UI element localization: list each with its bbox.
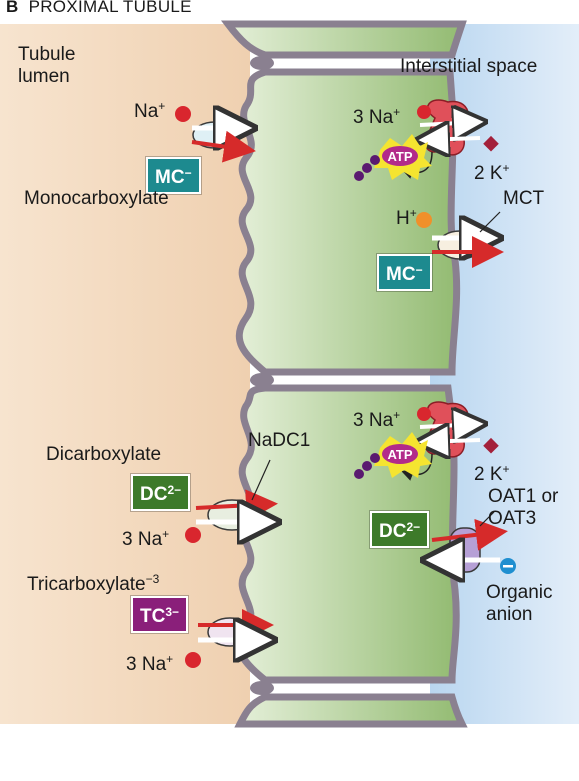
- tight-junction-bottom: [250, 681, 274, 695]
- proton-label: H+: [396, 206, 417, 229]
- atp-label-upper: ATP: [387, 149, 412, 164]
- three-sodium-label-lower: 3 Na+: [353, 408, 401, 431]
- sodium-ion-tricarboxylate: [185, 652, 201, 668]
- atp-upper: [354, 134, 432, 181]
- sodium-label-tricarboxylate: 3 Na+: [126, 652, 174, 675]
- panel-title-text: PROXIMAL TUBULE: [28, 0, 192, 16]
- tight-junction-top: [250, 56, 274, 70]
- monocarboxylate-box-apical: MC−: [146, 157, 201, 194]
- oat-label: OAT1 or OAT3: [488, 486, 559, 529]
- dicarboxylate-box-basolateral: DC2−: [370, 511, 430, 548]
- sodium-potassium-pump-lower: [401, 401, 480, 481]
- atp-label-lower: ATP: [387, 447, 412, 462]
- sodium-ion-pump-lower: [417, 407, 431, 421]
- interstitial-space-label: Interstitial space: [400, 56, 538, 77]
- three-sodium-label-upper: 3 Na+: [353, 105, 401, 128]
- nadc1-label: NaDC1: [248, 430, 311, 451]
- oat-exchanger: [430, 511, 508, 572]
- tricarboxylate-label: Tricarboxylate−3: [27, 572, 160, 595]
- sodium-monocarboxylate-cotransporter: [191, 122, 248, 163]
- mct-label: MCT: [503, 188, 545, 209]
- sodium-ion-upper: [175, 106, 191, 122]
- organic-anion-label: Organic anion: [486, 582, 553, 625]
- top-partial-cell: [220, 20, 467, 59]
- two-potassium-label-upper: 2 K+: [474, 161, 510, 184]
- sodium-label-upper: Na+: [134, 99, 166, 122]
- panel-title: B PROXIMAL TUBULE: [6, 0, 192, 18]
- dicarboxylate-box-apical: DC2−: [131, 474, 191, 511]
- monocarboxylate-box-basolateral: MC−: [377, 254, 432, 291]
- monocarboxylate-label: Monocarboxylate: [24, 188, 169, 209]
- dicarboxylate-label: Dicarboxylate: [46, 444, 162, 465]
- proton-ion: [416, 212, 432, 228]
- tight-junction-middle: [250, 373, 274, 387]
- organic-anion-icon: [500, 558, 516, 574]
- tricarboxylate-transporter: [198, 609, 268, 646]
- potassium-ion-upper: [483, 135, 499, 152]
- bottom-partial-cell: [234, 693, 468, 728]
- sodium-ion-dicarboxylate: [185, 527, 201, 543]
- tubule-lumen-label: Tubule lumen: [18, 44, 76, 87]
- nadc1-transporter: [195, 459, 272, 530]
- potassium-ion-lower: [483, 437, 499, 454]
- sodium-ion-pump-upper: [417, 105, 431, 119]
- panel-letter: B: [6, 0, 19, 16]
- two-potassium-label-lower: 2 K+: [474, 462, 510, 485]
- atp-lower: [354, 432, 432, 479]
- mct-transporter: [432, 211, 504, 268]
- sodium-label-dicarboxylate: 3 Na+: [122, 527, 170, 550]
- tricarboxylate-box: TC3−: [131, 596, 189, 633]
